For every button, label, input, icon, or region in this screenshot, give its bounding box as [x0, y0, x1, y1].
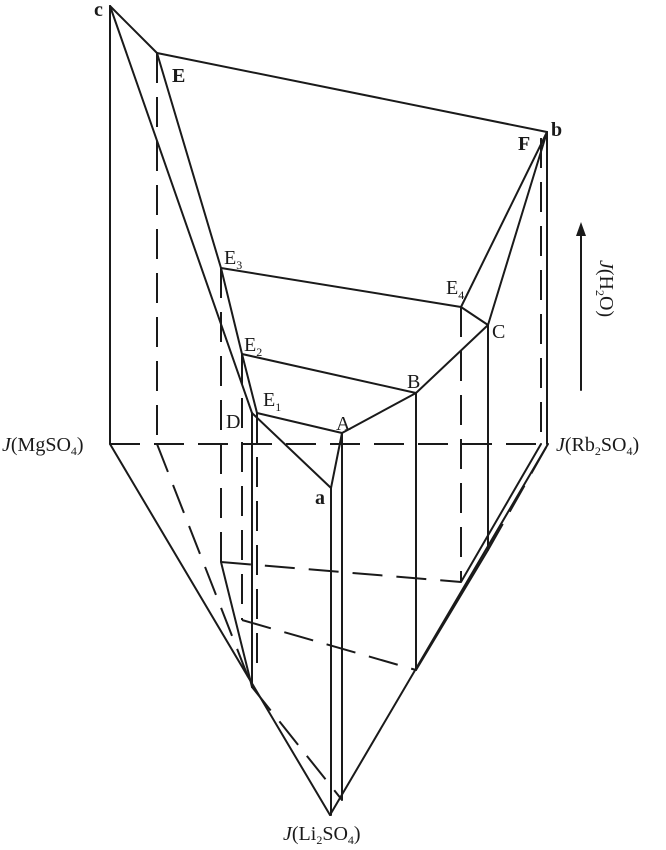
proj-e3-d [220, 561, 253, 688]
line-e-e3 [156, 52, 222, 269]
arrow-up-icon [576, 222, 586, 236]
line-d-a-small [251, 412, 332, 489]
line-e2-e1 [241, 353, 258, 414]
line-e4-c [460, 306, 489, 326]
edge-mg-li [109, 443, 331, 816]
proj-e2-b [241, 619, 417, 671]
vertical-edges [109, 5, 548, 816]
proj-b-c [415, 549, 489, 671]
line-c-e [109, 5, 158, 54]
line-e2-b [241, 353, 417, 394]
projected-lines [156, 443, 549, 801]
label-E1: E1 [263, 389, 281, 414]
label-B: B [407, 371, 420, 393]
line-e-b [156, 52, 548, 133]
proj-e-d [156, 443, 253, 688]
label-E3: E3 [224, 247, 242, 272]
proj-c-b [487, 443, 549, 551]
label-b: b [551, 119, 562, 141]
base-triangle [109, 443, 549, 816]
axis-label-mgso4: J(MgSO4) [2, 434, 84, 458]
label-F: F [518, 133, 530, 155]
line-c-d [109, 5, 253, 414]
label-E4: E4 [446, 277, 464, 302]
label-a: a [315, 487, 325, 509]
label-A: A [336, 413, 351, 435]
top-surface [109, 5, 548, 489]
line-e3-e4 [220, 267, 462, 308]
line-e1-a [256, 412, 343, 434]
line-e3-e2 [220, 267, 243, 355]
label-D: D [226, 411, 240, 433]
line-a-small-a [330, 432, 343, 489]
label-E2: E2 [244, 334, 262, 359]
line-b-c [415, 324, 489, 394]
line-a-b [341, 392, 417, 434]
label-c: c [94, 0, 103, 21]
label-C: C [492, 321, 505, 343]
proj-e3-e4 [220, 561, 462, 583]
h2o-axis-arrow [576, 222, 586, 391]
proj-e4-f [460, 443, 542, 583]
line-e4-b [460, 131, 548, 308]
svg-text:J(H2O): J(H2O) [593, 260, 617, 317]
line-c-b [487, 131, 548, 326]
axis-label-h2o: J(H2O) [593, 260, 617, 317]
proj-d-a [251, 686, 343, 801]
edge-li-rb [329, 443, 549, 816]
axis-label-rb2so4: J(Rb2SO4) [556, 434, 639, 458]
axis-label-li2so4: J(Li2SO4) [283, 823, 361, 847]
label-E: E [172, 65, 185, 87]
